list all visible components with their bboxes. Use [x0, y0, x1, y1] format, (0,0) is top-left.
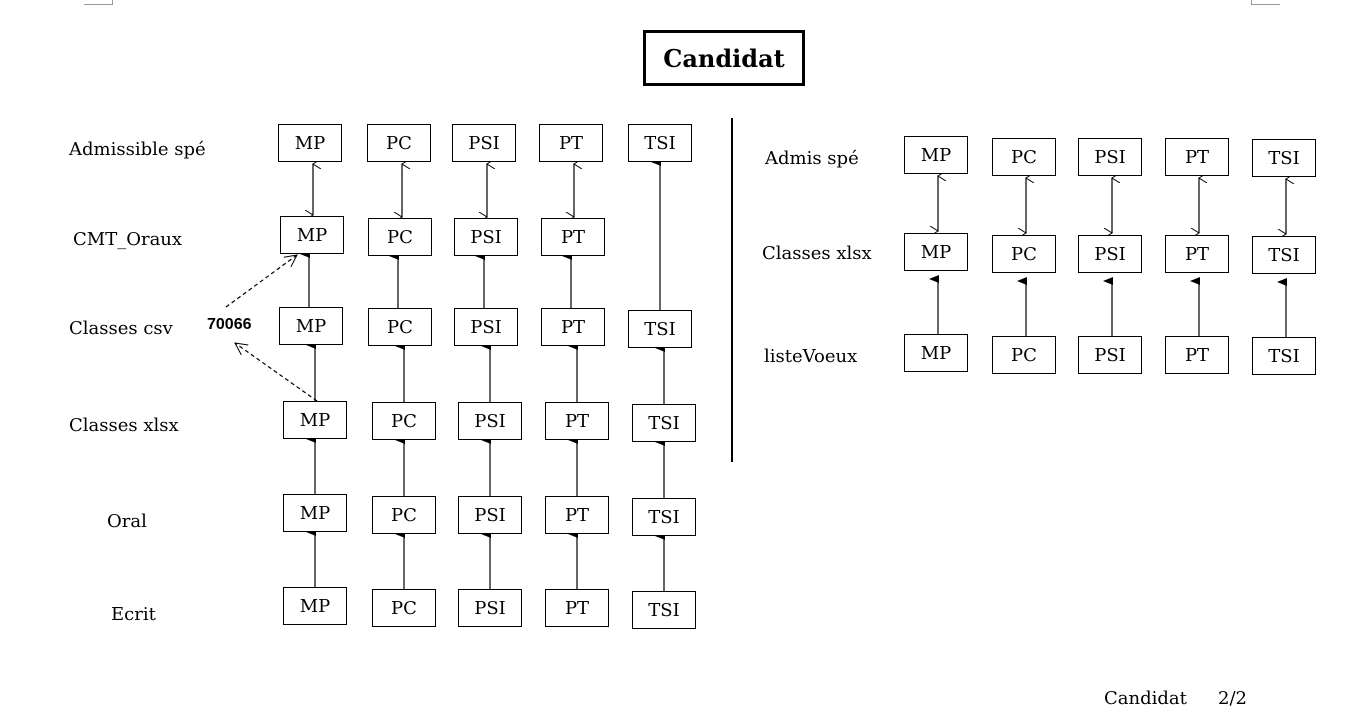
- left-box-cmt-oraux-pc: PC: [368, 218, 432, 256]
- right-box-admis-sp-pt: PT: [1165, 138, 1229, 176]
- left-box-classes-csv-mp: MP: [279, 307, 343, 345]
- right-box-classes-xlsx-tsi: TSI: [1252, 236, 1316, 274]
- dashed-arrow: [225, 255, 297, 308]
- left-box-classes-csv-psi: PSI: [454, 308, 518, 346]
- left-box-classes-xlsx-mp: MP: [283, 401, 347, 439]
- right-box-listevoeux-pt: PT: [1165, 336, 1229, 374]
- footer-page-number: 2/2: [1218, 688, 1247, 709]
- left-box-classes-csv-tsi: TSI: [628, 310, 692, 348]
- diagram-title: Candidat: [643, 30, 805, 86]
- right-box-listevoeux-mp: MP: [904, 334, 968, 372]
- left-box-classes-xlsx-pt: PT: [545, 402, 609, 440]
- left-box-ecrit-tsi: TSI: [632, 591, 696, 629]
- left-box-cmt-oraux-psi: PSI: [454, 218, 518, 256]
- left-box-ecrit-mp: MP: [283, 587, 347, 625]
- left-row-label-oral: Oral: [107, 511, 147, 532]
- left-box-oral-tsi: TSI: [632, 498, 696, 536]
- right-box-classes-xlsx-pt: PT: [1165, 235, 1229, 273]
- left-box-admissible-sp-pt: PT: [539, 124, 603, 162]
- left-box-cmt-oraux-mp: MP: [280, 216, 344, 254]
- record-count: 70066: [207, 316, 252, 333]
- left-box-classes-xlsx-pc: PC: [372, 402, 436, 440]
- left-box-admissible-sp-tsi: TSI: [628, 124, 692, 162]
- left-row-label-classes-csv: Classes csv: [69, 318, 173, 339]
- left-box-classes-xlsx-psi: PSI: [458, 402, 522, 440]
- left-row-label-classes-xlsx: Classes xlsx: [69, 415, 179, 436]
- right-box-listevoeux-psi: PSI: [1078, 336, 1142, 374]
- panel-divider: [731, 118, 733, 462]
- right-box-admis-sp-psi: PSI: [1078, 138, 1142, 176]
- left-box-oral-pc: PC: [372, 496, 436, 534]
- right-box-admis-sp-pc: PC: [992, 138, 1056, 176]
- left-box-classes-csv-pt: PT: [541, 308, 605, 346]
- right-row-label-listevoeux: listeVoeux: [764, 346, 858, 367]
- left-box-admissible-sp-pc: PC: [367, 124, 431, 162]
- left-row-label-ecrit: Ecrit: [111, 604, 156, 625]
- right-box-classes-xlsx-psi: PSI: [1078, 235, 1142, 273]
- right-box-admis-sp-tsi: TSI: [1252, 139, 1316, 177]
- page-corner-mark-left: [84, 0, 113, 5]
- right-box-listevoeux-pc: PC: [992, 336, 1056, 374]
- footer-doc-name: Candidat: [1104, 688, 1187, 709]
- left-box-admissible-sp-psi: PSI: [452, 124, 516, 162]
- left-box-ecrit-pc: PC: [372, 589, 436, 627]
- page-corner-mark-right: [1251, 0, 1280, 5]
- left-box-classes-csv-pc: PC: [368, 308, 432, 346]
- left-box-oral-psi: PSI: [458, 496, 522, 534]
- left-box-ecrit-psi: PSI: [458, 589, 522, 627]
- left-box-classes-xlsx-tsi: TSI: [632, 404, 696, 442]
- dashed-arrow: [235, 343, 318, 402]
- left-box-oral-pt: PT: [545, 496, 609, 534]
- right-row-label-admis-sp: Admis spé: [765, 148, 859, 169]
- left-box-oral-mp: MP: [283, 494, 347, 532]
- right-box-classes-xlsx-pc: PC: [992, 235, 1056, 273]
- left-box-ecrit-pt: PT: [545, 589, 609, 627]
- right-row-label-classes-xlsx: Classes xlsx: [762, 243, 872, 264]
- right-box-listevoeux-tsi: TSI: [1252, 337, 1316, 375]
- left-box-cmt-oraux-pt: PT: [541, 218, 605, 256]
- right-box-admis-sp-mp: MP: [904, 136, 968, 174]
- left-row-label-admissible-sp: Admissible spé: [69, 139, 206, 160]
- left-box-admissible-sp-mp: MP: [278, 124, 342, 162]
- left-row-label-cmt-oraux: CMT_Oraux: [73, 229, 183, 250]
- right-box-classes-xlsx-mp: MP: [904, 233, 968, 271]
